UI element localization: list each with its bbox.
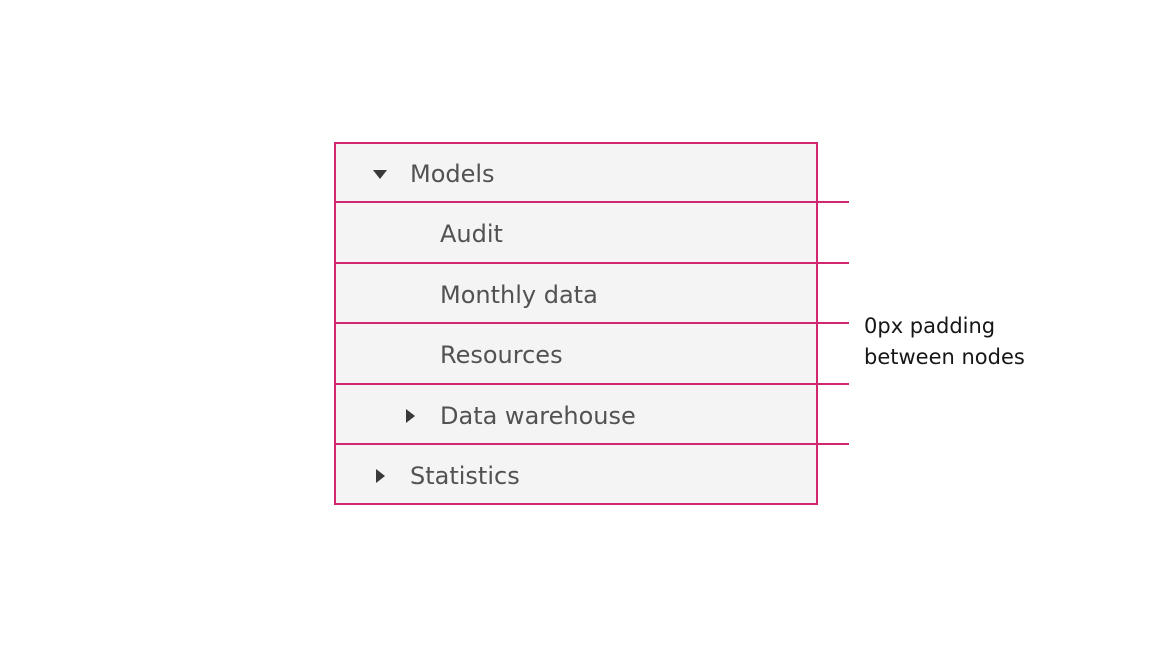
tree-node-label: Audit (440, 220, 503, 248)
tree-node-audit[interactable]: Audit (336, 204, 816, 264)
tree-node-models[interactable]: Models (336, 144, 816, 204)
tree-node-label: Monthly data (440, 281, 598, 309)
tree-node-label: Data warehouse (440, 402, 636, 430)
node-divider (334, 322, 849, 324)
annotation-line-2: between nodes (864, 345, 1025, 369)
caret-right-icon[interactable] (376, 469, 385, 483)
caret-right-icon[interactable] (406, 409, 415, 423)
tree-node-statistics[interactable]: Statistics (336, 446, 816, 506)
annotation-line-1: 0px padding (864, 314, 996, 338)
node-divider (334, 262, 849, 264)
tree-node-label: Models (410, 160, 495, 188)
tree-node-label: Resources (440, 341, 563, 369)
node-divider (334, 443, 849, 445)
caret-down-icon[interactable] (373, 170, 387, 179)
tree-node-resources[interactable]: Resources (336, 325, 816, 385)
node-divider (334, 201, 849, 203)
tree-node-label: Statistics (410, 462, 520, 490)
tree-node-data-warehouse[interactable]: Data warehouse (336, 386, 816, 446)
node-divider (334, 383, 849, 385)
padding-annotation: 0px padding between nodes (864, 311, 1025, 373)
tree-node-monthly-data[interactable]: Monthly data (336, 265, 816, 325)
